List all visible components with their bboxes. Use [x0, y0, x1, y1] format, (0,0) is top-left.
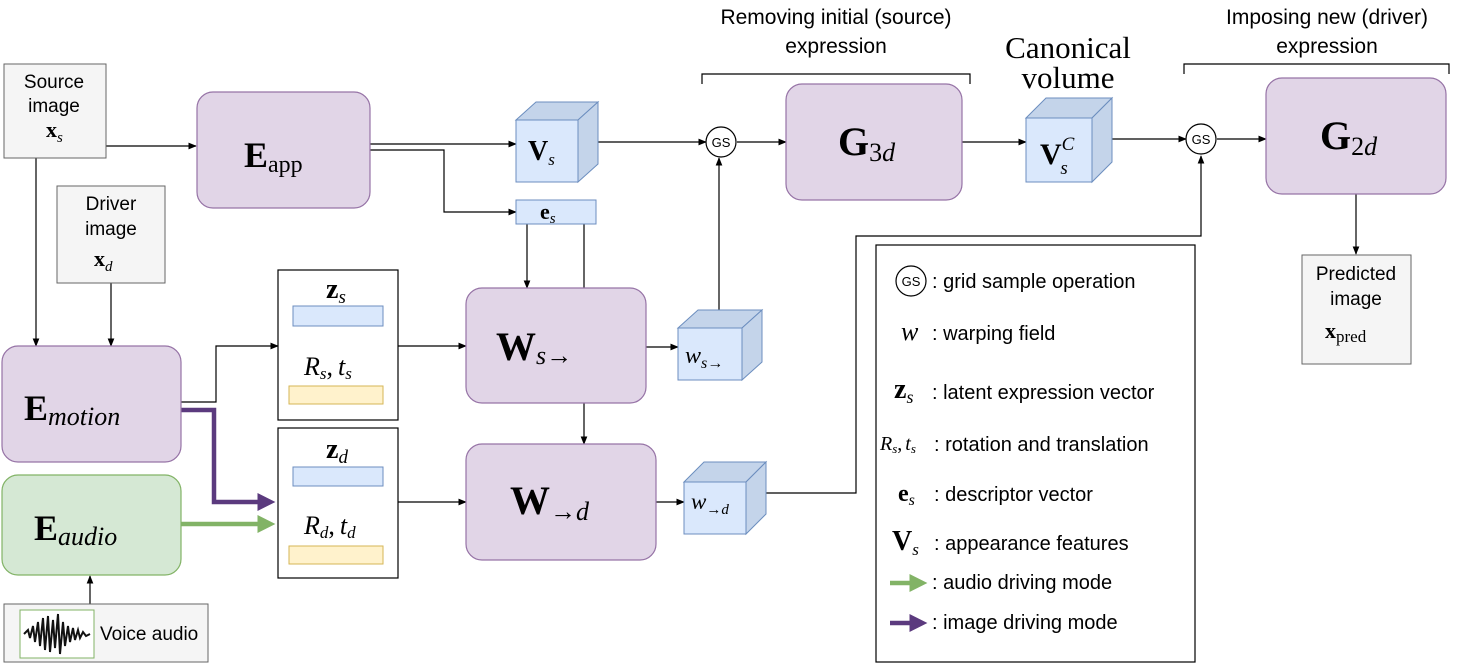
header-imposing-line2: expression — [1276, 35, 1378, 58]
svg-text:w: w — [901, 317, 919, 346]
header-canonical-line2: volume — [1022, 60, 1115, 95]
cube-warp-d: w→d — [682, 460, 768, 536]
encoder-appearance: Eapp — [196, 91, 371, 209]
descriptor-vector-es: es — [515, 199, 597, 227]
arrow-eapp-to-es — [370, 149, 517, 216]
legend-z: zs : latent expression vector — [894, 374, 1155, 407]
svg-text:w→d: w→d — [691, 489, 729, 518]
svg-text:Eaudio: Eaudio — [34, 508, 117, 551]
header-removing-line2: expression — [785, 35, 887, 58]
svg-text:: audio driving mode: : audio driving mode — [932, 572, 1112, 594]
grid-sample-2: GS — [1185, 123, 1217, 155]
svg-text:zs: zs — [894, 374, 913, 407]
connectors — [32, 135, 1360, 604]
generator-2d: G2d — [1265, 77, 1447, 195]
z-s-vector — [292, 305, 384, 327]
header-imposing: Imposing new (driver) expression — [1183, 6, 1450, 74]
source-image-line2: image — [28, 96, 80, 117]
warp-generator-driver: W→d — [465, 443, 657, 561]
image-driving-arrow — [180, 407, 276, 511]
source-image-line1: Source — [24, 72, 84, 93]
svg-text:: rotation and translation: : rotation and translation — [934, 434, 1149, 456]
svg-text:es: es — [898, 481, 915, 509]
legend-rt: Rs,ts : rotation and translation — [879, 433, 1149, 456]
svg-text:: image driving mode: : image driving mode — [932, 612, 1118, 634]
svg-text:Rs,ts: Rs,ts — [879, 433, 916, 456]
header-canonical: Canonical volume — [1005, 30, 1131, 95]
rt-d-label: Rd,td — [303, 511, 356, 542]
svg-text:G3d: G3d — [838, 119, 896, 167]
driver-params-box: zd Rd,td — [277, 427, 399, 579]
driver-image-line1: Driver — [86, 194, 137, 215]
svg-text:es: es — [540, 199, 556, 227]
legend-e: es : descriptor vector — [898, 481, 1093, 509]
arrow-warp-d-to-gs2 — [766, 155, 1205, 494]
svg-text:Vs: Vs — [528, 136, 555, 169]
legend-audio: : audio driving mode — [890, 572, 1112, 594]
svg-text:: appearance features: : appearance features — [934, 533, 1129, 555]
header-removing-line1: Removing initial (source) — [720, 6, 951, 29]
encoder-audio: Eaudio — [1, 474, 182, 576]
predicted-image-symbol: xpred — [1325, 318, 1367, 346]
encoder-motion: Emotion — [1, 345, 182, 463]
z-s-label: zs — [326, 274, 346, 308]
header-removing: Removing initial (source) expression — [701, 6, 971, 84]
warp-generator-source: Ws→ — [465, 287, 647, 404]
svg-text:GS: GS — [1192, 132, 1211, 147]
header-canonical-line1: Canonical — [1005, 30, 1131, 65]
svg-text:: latent expression vector: : latent expression vector — [932, 382, 1155, 404]
driver-image-box: Driver image xd — [56, 185, 166, 284]
voice-audio-label: Voice audio — [100, 624, 198, 645]
source-image-symbol: xs — [46, 117, 63, 146]
svg-text:GS: GS — [712, 135, 731, 150]
z-d-label: zd — [326, 434, 348, 468]
svg-text:: warping field: : warping field — [932, 323, 1055, 345]
svg-text:Ws→: Ws→ — [496, 324, 572, 370]
legend-v: Vs : appearance features — [892, 526, 1129, 559]
svg-text:VCs: VCs — [1040, 134, 1075, 179]
svg-text:ws→: ws→ — [685, 343, 723, 372]
source-image-box: Source image xs — [3, 63, 107, 159]
svg-text:: grid sample operation: : grid sample operation — [932, 271, 1135, 293]
svg-text:G2d: G2d — [1320, 113, 1378, 161]
svg-text:GS: GS — [902, 274, 921, 289]
svg-text:: descriptor vector: : descriptor vector — [934, 484, 1093, 506]
cube-vs: Vs — [514, 100, 600, 184]
z-d-vector — [292, 466, 384, 487]
svg-text:Vs: Vs — [892, 526, 919, 559]
header-imposing-line1: Imposing new (driver) — [1226, 6, 1428, 29]
svg-text:Eapp: Eapp — [244, 135, 303, 178]
source-params-box: zs Rs,ts — [277, 269, 399, 421]
rt-d-vector — [288, 545, 384, 565]
rt-s-vector — [288, 385, 384, 405]
arrow-emotion-to-source-params — [180, 342, 279, 403]
legend: GS : grid sample operation w : warping f… — [875, 244, 1196, 663]
driver-image-line2: image — [85, 219, 137, 240]
svg-text:W→d: W→d — [510, 478, 590, 526]
legend-gs: GS : grid sample operation — [895, 265, 1135, 297]
rt-s-label: Rs,ts — [303, 352, 352, 383]
legend-w: w : warping field — [901, 317, 1055, 346]
predicted-image-line1: Predicted — [1316, 264, 1396, 285]
legend-image: : image driving mode — [890, 612, 1118, 634]
gs-circle-icon — [895, 265, 927, 297]
predicted-image-line2: image — [1330, 289, 1382, 310]
waveform-icon — [23, 613, 91, 655]
svg-text:Emotion: Emotion — [24, 388, 120, 431]
predicted-image-box: Predicted image xpred — [1301, 254, 1412, 365]
voice-audio-box: Voice audio — [3, 603, 209, 663]
driver-image-symbol: xd — [94, 246, 113, 275]
brace-removing — [701, 73, 971, 84]
grid-sample-1: GS — [705, 126, 737, 158]
generator-3d: G3d — [785, 83, 963, 201]
brace-imposing — [1183, 63, 1450, 74]
cube-warp-s: ws→ — [676, 308, 764, 382]
